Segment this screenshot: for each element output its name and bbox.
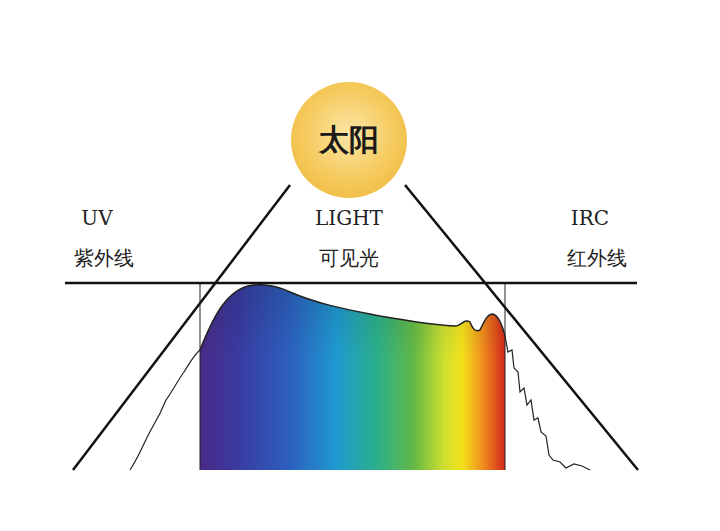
band-edge xyxy=(200,283,201,470)
uv-curve xyxy=(130,350,200,470)
divider-line xyxy=(65,282,637,285)
band-label: LIGHT xyxy=(315,206,383,230)
spectrum-shade xyxy=(200,285,505,470)
band-label: UV xyxy=(81,206,112,230)
band-edge xyxy=(505,283,506,470)
band-label: 紫外线 xyxy=(74,246,134,270)
sun-label: 太阳 xyxy=(319,120,379,161)
band-label: 可见光 xyxy=(319,246,379,270)
spectrum xyxy=(200,285,505,470)
spectrum-outline xyxy=(200,285,505,350)
band-label: IRC xyxy=(571,206,609,230)
ray-line xyxy=(405,185,638,470)
sun-circle: 太阳 xyxy=(291,82,407,198)
ir-curve xyxy=(505,336,590,470)
band-label: 红外线 xyxy=(567,246,627,270)
ray-line xyxy=(73,185,290,470)
